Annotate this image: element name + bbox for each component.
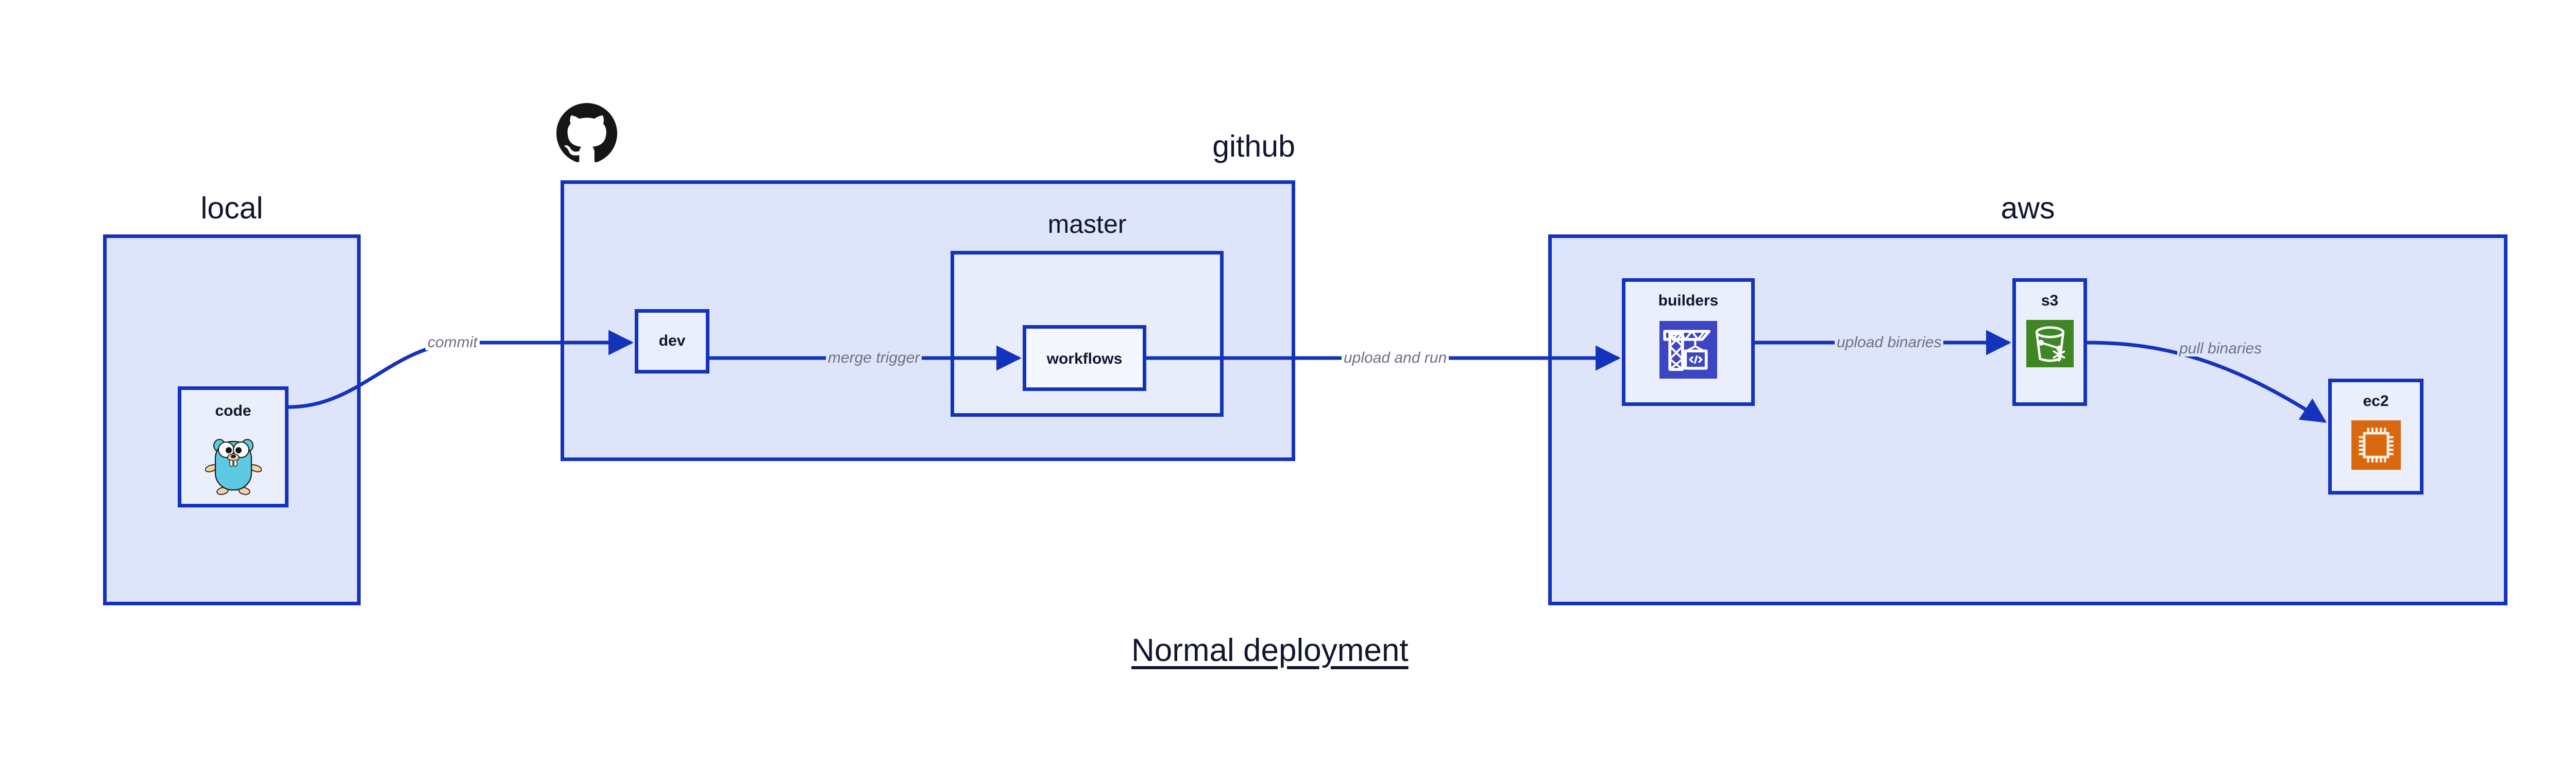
group-label-local: local (200, 191, 263, 225)
node-label-builders: builders (1658, 292, 1719, 309)
aws-ec2-chip-icon (2351, 420, 2401, 470)
node-s3[interactable]: s3 (2012, 278, 2087, 406)
aws-s3-glacier-bucket-icon (2026, 320, 2074, 367)
node-label-s3: s3 (2041, 292, 2059, 309)
edge-label-upload-binaries: upload binaries (1835, 335, 1944, 350)
node-code[interactable]: code (178, 386, 289, 507)
node-ec2[interactable]: ec2 (2328, 379, 2424, 495)
edge-label-pull-binaries: pull binaries (2177, 341, 2264, 356)
github-octocat-icon (556, 103, 617, 164)
node-label-ec2: ec2 (2363, 393, 2389, 410)
group-label-aws: aws (2001, 191, 2055, 225)
node-label-workflows: workflows (1046, 350, 1123, 367)
edge-label-upload-and-run: upload and run (1342, 350, 1449, 366)
go-gopher-icon (205, 434, 262, 495)
edge-label-commit: commit (426, 335, 480, 350)
node-builders[interactable]: builders (1622, 278, 1755, 406)
diagram-title: Normal deployment (1131, 633, 1409, 668)
node-workflows[interactable]: workflows (1023, 325, 1146, 391)
edge-label-merge-trigger: merge trigger (826, 350, 922, 366)
node-dev[interactable]: dev (635, 309, 709, 373)
group-label-github: github (1212, 129, 1295, 163)
node-label-code: code (215, 402, 251, 419)
subgroup-label-master: master (1047, 210, 1127, 239)
aws-codebuild-crane-icon (1659, 321, 1717, 379)
node-label-dev: dev (658, 332, 686, 349)
